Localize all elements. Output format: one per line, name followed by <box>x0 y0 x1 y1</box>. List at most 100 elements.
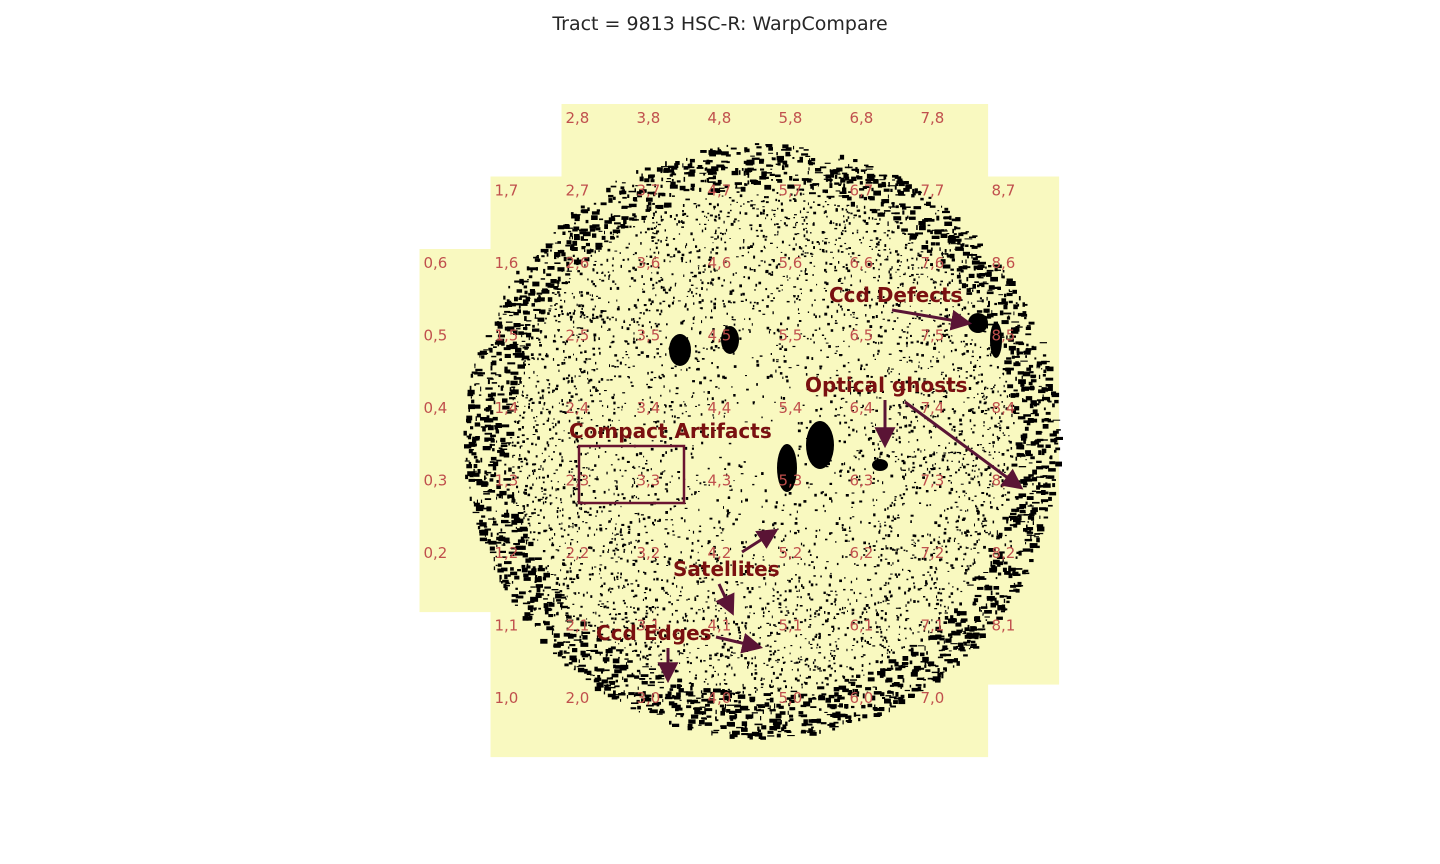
satellites-arrow-b <box>715 583 735 616</box>
patch-label: 6,1 <box>850 617 874 635</box>
annotation-layer: Ccd Defects Optical ghosts Compact Artif… <box>569 283 1024 684</box>
patch-label: 6,4 <box>850 399 874 417</box>
patch-label: 2,6 <box>566 254 590 272</box>
patch-cell <box>490 176 563 250</box>
patch-cell <box>774 321 847 395</box>
patch-label: 7,7 <box>921 182 945 200</box>
patch-label: 2,1 <box>566 617 590 635</box>
patch-label: 4,6 <box>708 254 732 272</box>
patch-cell <box>561 321 634 395</box>
patch-label: 8,4 <box>992 399 1016 417</box>
patch-label: 5,3 <box>779 472 803 490</box>
patch-label: 6,3 <box>850 472 874 490</box>
patch-cell <box>490 611 563 685</box>
patch-cell <box>845 104 918 178</box>
patch-cell <box>703 611 776 685</box>
compact-artifacts-box <box>577 444 686 505</box>
artifact-layer <box>463 143 1063 740</box>
figure-title: Tract = 9813 HSC-R: WarpCompare <box>552 13 888 35</box>
patch-label: 5,6 <box>779 254 803 272</box>
patch-label: 0,5 <box>424 327 448 345</box>
patch-cell <box>774 611 847 685</box>
patch-cell <box>561 394 634 468</box>
patch-label: 4,2 <box>708 544 732 562</box>
patch-label: 5,4 <box>779 399 803 417</box>
patch-label: 8,2 <box>992 544 1016 562</box>
patch-cell <box>774 249 847 323</box>
patch-label: 3,0 <box>637 689 661 707</box>
patch-label: 7,3 <box>921 472 945 490</box>
patch-cell <box>419 539 492 613</box>
patch-label: 0,4 <box>424 399 448 417</box>
patch-label: 8,5 <box>992 327 1016 345</box>
ccd-defects-label: Ccd Defects <box>829 283 963 307</box>
patch-label: 0,3 <box>424 472 448 490</box>
satellites-label: Satellites <box>673 557 780 581</box>
patch-cell <box>703 321 776 395</box>
patch-label: 5,0 <box>779 689 803 707</box>
patch-label: 6,2 <box>850 544 874 562</box>
optical-ghosts-arrow-b <box>904 400 1024 490</box>
patch-cell <box>916 466 989 540</box>
patch-cell <box>916 684 989 758</box>
patch-label: 7,4 <box>921 399 945 417</box>
patch-label: 3,3 <box>637 472 661 490</box>
patch-label: 3,2 <box>637 544 661 562</box>
patch-label: 6,7 <box>850 182 874 200</box>
patch-label: 7,8 <box>921 109 945 127</box>
patch-label: 3,8 <box>637 109 661 127</box>
patch-cell <box>561 684 634 758</box>
patch-label: 3,6 <box>637 254 661 272</box>
ccd-edges-label: Ccd Edges <box>596 621 712 645</box>
patch-cell <box>561 539 634 613</box>
patch-label: 4,0 <box>708 689 732 707</box>
patch-label: 8,1 <box>992 617 1016 635</box>
patch-label: 5,1 <box>779 617 803 635</box>
patch-label: 7,1 <box>921 617 945 635</box>
patch-label: 2,4 <box>566 399 590 417</box>
ccd-defects-arrow <box>891 308 973 331</box>
patch-label: 3,7 <box>637 182 661 200</box>
patch-label: 5,8 <box>779 109 803 127</box>
patch-cell <box>703 104 776 178</box>
patch-cell <box>419 321 492 395</box>
patch-label: 6,6 <box>850 254 874 272</box>
patch-cell <box>490 684 563 758</box>
patch-label: 3,1 <box>637 617 661 635</box>
satellites-arrow-a <box>741 528 779 554</box>
patch-label: 5,7 <box>779 182 803 200</box>
optical-ghosts-label: Optical ghosts <box>805 373 968 397</box>
patch-cell <box>561 249 634 323</box>
patch-label: 7,0 <box>921 689 945 707</box>
patch-label: 1,7 <box>495 182 519 200</box>
patch-label: 7,6 <box>921 254 945 272</box>
patch-label: 3,5 <box>637 327 661 345</box>
patch-label: 2,3 <box>566 472 590 490</box>
patch-label: 3,4 <box>637 399 661 417</box>
patch-label: 0,6 <box>424 254 448 272</box>
patch-label: 1,4 <box>495 399 519 417</box>
patch-label: 5,5 <box>779 327 803 345</box>
patch-label: 2,8 <box>566 109 590 127</box>
patch-cell <box>845 539 918 613</box>
patch-label: 8,7 <box>992 182 1016 200</box>
patch-cell <box>845 249 918 323</box>
patch-cell <box>987 249 1060 323</box>
patch-label: 5,2 <box>779 544 803 562</box>
patch-label: 6,5 <box>850 327 874 345</box>
patch-label: 7,2 <box>921 544 945 562</box>
patch-cell <box>987 176 1060 250</box>
patch-label: 4,7 <box>708 182 732 200</box>
patch-cell <box>987 611 1060 685</box>
patch-label: 4,5 <box>708 327 732 345</box>
patch-label: 2,7 <box>566 182 590 200</box>
patch-label: 1,3 <box>495 472 519 490</box>
patch-label: 0,2 <box>424 544 448 562</box>
patch-cell <box>632 321 705 395</box>
compact-artifacts-label: Compact Artifacts <box>569 419 772 443</box>
patch-cell <box>561 104 634 178</box>
patch-label: 1,5 <box>495 327 519 345</box>
patch-label: 4,3 <box>708 472 732 490</box>
